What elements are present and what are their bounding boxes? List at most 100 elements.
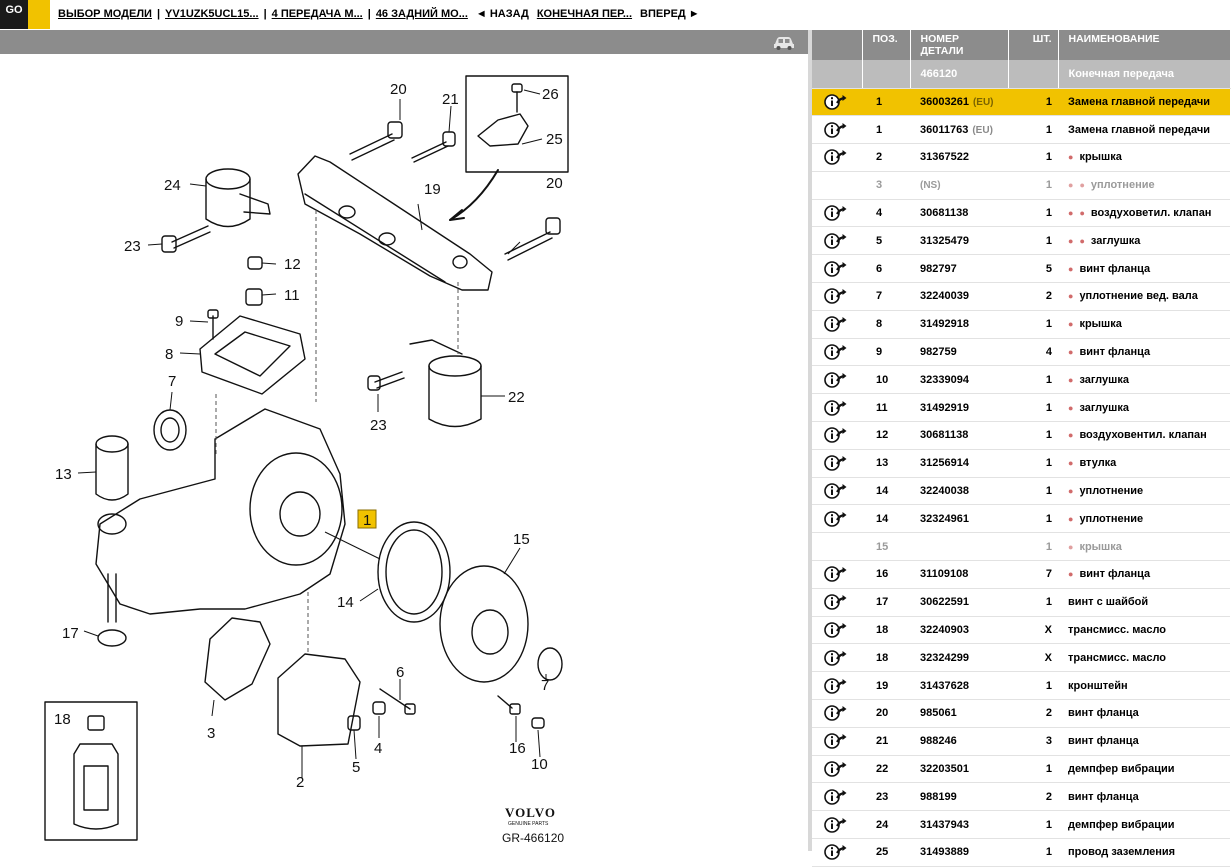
callout-17[interactable]: 17	[62, 625, 79, 642]
part-number-cell[interactable]: 31367522	[910, 143, 1008, 172]
part-number[interactable]: 32324961	[920, 512, 969, 525]
part-info-arrow-icon[interactable]	[824, 121, 862, 139]
part-number-cell[interactable]: 32240039	[910, 282, 1008, 311]
callout-3[interactable]: 3	[207, 725, 215, 742]
part-number[interactable]: 36003261	[920, 95, 969, 108]
info-cell[interactable]	[812, 199, 862, 228]
part-number-cell[interactable]: 32324299	[910, 643, 1008, 673]
info-cell[interactable]	[812, 449, 862, 478]
callout-23-right[interactable]: 23	[370, 417, 387, 434]
part-number[interactable]: 31437628	[920, 679, 969, 692]
part-number[interactable]: 32240039	[920, 290, 969, 303]
part-info-arrow-icon[interactable]	[824, 510, 862, 528]
callout-20-top[interactable]: 20	[390, 81, 407, 98]
part-row[interactable]: 3(NS)1●●уплотнение	[812, 171, 1230, 200]
info-cell[interactable]	[812, 282, 862, 311]
info-cell[interactable]	[812, 588, 862, 617]
info-cell[interactable]	[812, 115, 862, 145]
part-info-arrow-icon[interactable]	[824, 260, 862, 278]
part-number[interactable]: 30681138	[920, 207, 969, 220]
info-cell[interactable]	[812, 643, 862, 673]
callout-2[interactable]: 2	[296, 774, 304, 791]
part-number[interactable]: 31109108	[920, 568, 969, 581]
callout-18[interactable]: 18	[54, 711, 71, 728]
part-number[interactable]: 988199	[920, 790, 957, 803]
part-number[interactable]: 31492918	[920, 318, 969, 331]
part-number-cell[interactable]: 32339094	[910, 365, 1008, 395]
part-info-arrow-icon[interactable]	[824, 649, 862, 667]
info-cell[interactable]	[812, 727, 862, 756]
callout-1-highlighted[interactable]: 1	[363, 512, 371, 529]
col-header-name[interactable]: НАИМЕНОВАНИЕ	[1058, 30, 1230, 60]
info-cell[interactable]	[812, 560, 862, 589]
info-cell[interactable]	[812, 477, 862, 506]
callout-16[interactable]: 16	[509, 740, 526, 757]
part-info-arrow-icon[interactable]	[824, 732, 862, 750]
part-number-cell[interactable]: 30622591	[910, 588, 1008, 617]
callout-12[interactable]: 12	[284, 256, 301, 273]
part-number[interactable]: 985061	[920, 707, 957, 720]
part-number[interactable]: 982797	[920, 262, 957, 275]
part-number[interactable]: 30622591	[920, 596, 969, 609]
part-number-cell[interactable]: 30681138	[910, 199, 1008, 228]
part-info-arrow-icon[interactable]	[824, 343, 862, 361]
part-number[interactable]: 31493889	[920, 846, 969, 859]
info-cell[interactable]	[812, 88, 862, 117]
info-cell[interactable]	[812, 616, 862, 645]
part-info-arrow-icon[interactable]	[824, 760, 862, 778]
part-number-cell[interactable]: 31493889	[910, 838, 1008, 867]
callout-13[interactable]: 13	[55, 466, 72, 483]
part-number[interactable]: (NS)	[920, 180, 941, 192]
part-number[interactable]: 31437943	[920, 818, 969, 831]
yellow-tab[interactable]	[28, 0, 50, 29]
part-number[interactable]: 32324299	[920, 651, 969, 664]
callout-24[interactable]: 24	[164, 177, 181, 194]
part-number-cell[interactable]: 36011763(EU)	[910, 115, 1008, 145]
callout-20-right[interactable]: 20	[546, 175, 563, 192]
part-number-cell[interactable]: 31256914	[910, 449, 1008, 478]
part-info-arrow-icon[interactable]	[824, 232, 862, 250]
part-number[interactable]: 30681138	[920, 429, 969, 442]
part-number-cell[interactable]: 31492918	[910, 310, 1008, 339]
part-info-arrow-icon[interactable]	[824, 315, 862, 333]
info-cell[interactable]	[812, 699, 862, 728]
part-info-arrow-icon[interactable]	[824, 816, 862, 834]
part-number[interactable]: 31367522	[920, 151, 969, 164]
part-info-arrow-icon[interactable]	[824, 93, 862, 111]
breadcrumb-item[interactable]: 46 ЗАДНИЙ МО...	[375, 8, 468, 20]
callout-9[interactable]: 9	[175, 313, 183, 330]
exploded-parts-diagram[interactable]: 20 21 26 25 24 19 20 23 12 11 9 8 7 22 2…	[0, 54, 808, 851]
part-number-cell[interactable]: 31109108	[910, 560, 1008, 589]
info-cell[interactable]	[812, 226, 862, 256]
info-cell[interactable]	[812, 671, 862, 701]
callout-25[interactable]: 25	[546, 131, 563, 148]
breadcrumb-item[interactable]: 4 ПЕРЕДАЧА М...	[271, 8, 363, 20]
info-cell[interactable]	[812, 365, 862, 395]
callout-7-left[interactable]: 7	[168, 373, 176, 390]
part-number[interactable]: 31492919	[920, 401, 969, 414]
go-button[interactable]: GO	[0, 0, 28, 29]
col-header-pos[interactable]: ПОЗ.	[862, 30, 911, 60]
part-info-arrow-icon[interactable]	[824, 677, 862, 695]
callout-23-left[interactable]: 23	[124, 238, 141, 255]
breadcrumb-item[interactable]: YV1UZK5UCL15...	[165, 8, 259, 20]
part-number-cell[interactable]: 32324961	[910, 504, 1008, 534]
part-info-arrow-icon[interactable]	[824, 788, 862, 806]
info-cell[interactable]	[812, 504, 862, 534]
info-cell[interactable]	[812, 310, 862, 339]
part-info-arrow-icon[interactable]	[824, 843, 862, 861]
part-number-cell[interactable]: 36003261(EU)	[910, 88, 1008, 117]
part-number[interactable]: 982759	[920, 346, 957, 359]
